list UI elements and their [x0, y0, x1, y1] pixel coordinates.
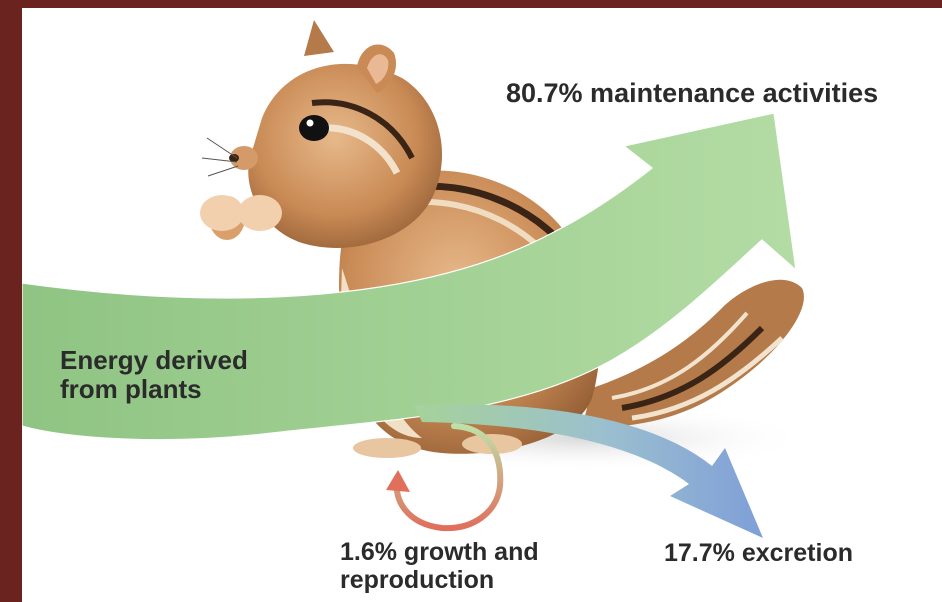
growth-arrowhead — [386, 470, 410, 492]
energy-source-line1: Energy derived — [60, 346, 248, 375]
growth-label-line1: 1.6% growth and — [340, 538, 539, 566]
diagram-canvas: 80.7% maintenance activities Energy deri… — [22, 8, 942, 602]
growth-label: 1.6% growth and reproduction — [340, 538, 539, 594]
growth-label-line2: reproduction — [340, 566, 539, 594]
energy-source-label: Energy derived from plants — [60, 346, 248, 404]
maintenance-label: 80.7% maintenance activities — [506, 78, 878, 108]
energy-source-line2: from plants — [60, 375, 248, 404]
excretion-label: 17.7% excretion — [664, 539, 853, 567]
